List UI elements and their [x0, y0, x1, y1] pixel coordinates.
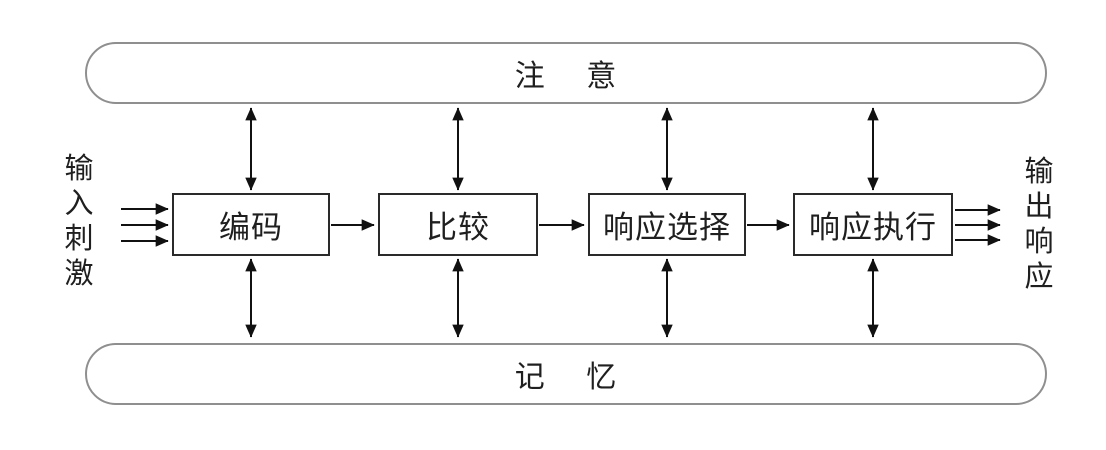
memory-pill: 记 忆: [85, 343, 1047, 405]
attention-double-arrows: [245, 107, 879, 191]
box-response-selection-label: 响应选择: [603, 210, 731, 245]
input-stimulus-label: 输入刺激: [64, 153, 94, 290]
box-response-execution-label: 响应执行: [809, 210, 937, 245]
box-response-execution: 响应执行: [793, 193, 953, 256]
attention-label: 注 意: [514, 60, 618, 93]
box-comparison: 比较: [378, 193, 538, 256]
box-encoding-label: 编码: [219, 210, 283, 245]
output-arrows: [955, 204, 1001, 246]
input-arrows: [121, 203, 169, 247]
box-comparison-label: 比较: [426, 210, 490, 245]
output-response-label: 输出响应: [1024, 156, 1054, 293]
box-response-selection: 响应选择: [588, 193, 746, 256]
memory-label: 记 忆: [514, 361, 618, 394]
attention-pill: 注 意: [85, 42, 1047, 104]
box-encoding: 编码: [172, 193, 330, 256]
memory-double-arrows: [245, 258, 879, 338]
